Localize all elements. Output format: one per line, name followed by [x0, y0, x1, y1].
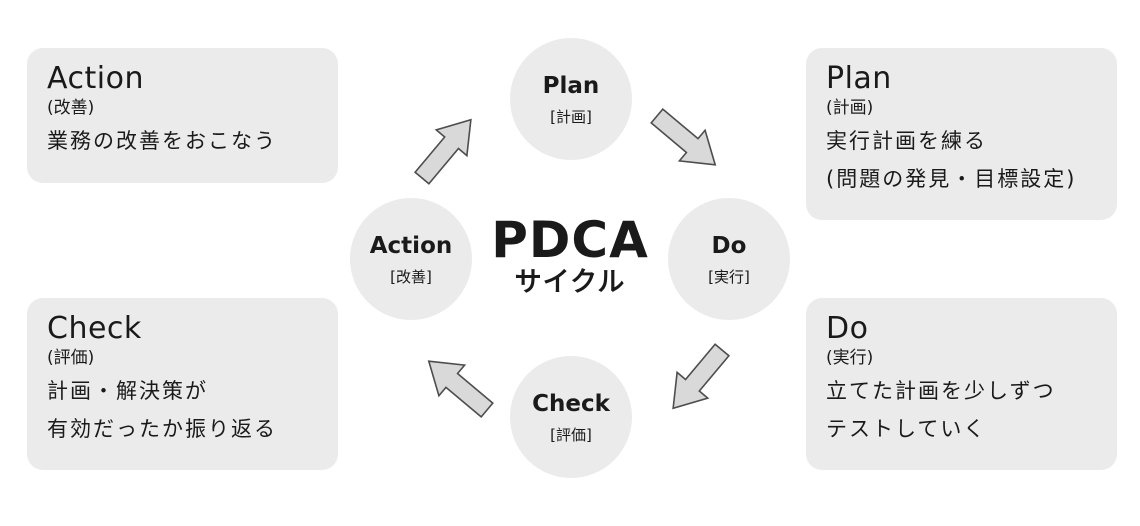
check-card-line: 有効だったか振り返る: [47, 417, 277, 441]
do-circle-subtitle: [実行]: [708, 268, 750, 286]
action-card-line: 業務の改善をおこなう: [47, 129, 277, 153]
arrow-action-to-plan-icon: [405, 106, 487, 192]
check-circle-subtitle: [評価]: [550, 426, 592, 444]
plan-card-line: 実行計画を練る: [826, 129, 987, 153]
action-circle-title: Action: [369, 233, 453, 259]
action-circle: Action [改善]: [350, 198, 472, 320]
do-card-subtitle: (実行): [826, 348, 874, 368]
do-card-body: 立てた計画を少しずつ テストしていく: [826, 372, 1097, 448]
action-circle-subtitle: [改善]: [390, 268, 432, 286]
plan-circle: Plan [計画]: [510, 38, 632, 160]
check-card-body: 計画・解決策が 有効だったか振り返る: [47, 372, 318, 448]
plan-circle-subtitle: [計画]: [550, 108, 592, 126]
do-circle: Do [実行]: [668, 198, 790, 320]
check-card-title: Check: [47, 311, 142, 346]
action-card: Action (改善) 業務の改善をおこなう: [27, 48, 338, 183]
plan-card-subtitle: (計画): [826, 98, 874, 118]
arrow-check-to-action-icon: [415, 345, 501, 427]
arrow-plan-to-do-icon: [643, 99, 729, 181]
plan-circle-title: Plan: [542, 73, 600, 99]
plan-card-title: Plan: [826, 61, 892, 96]
center-title: PDCA: [491, 211, 649, 269]
do-circle-title: Do: [711, 233, 747, 259]
action-card-title: Action: [47, 61, 144, 96]
check-circle: Check [評価]: [510, 356, 632, 478]
do-card-line: テストしていく: [826, 417, 987, 441]
do-card-title: Do: [826, 311, 869, 346]
check-card-line: 計画・解決策が: [47, 379, 208, 403]
center-subtitle: サイクル: [514, 267, 626, 298]
check-circle-title: Check: [532, 391, 610, 417]
do-card: Do (実行) 立てた計画を少しずつ テストしていく: [806, 298, 1117, 470]
check-card: Check (評価) 計画・解決策が 有効だったか振り返る: [27, 298, 338, 470]
plan-card-line: (問題の発見・目標設定): [826, 167, 1077, 191]
check-card-subtitle: (評価): [47, 348, 95, 368]
plan-card-body: 実行計画を練る (問題の発見・目標設定): [826, 122, 1097, 198]
action-card-subtitle: (改善): [47, 98, 95, 118]
do-card-line: 立てた計画を少しずつ: [826, 379, 1056, 403]
plan-card: Plan (計画) 実行計画を練る (問題の発見・目標設定): [806, 48, 1117, 220]
action-card-body: 業務の改善をおこなう: [47, 122, 318, 160]
arrow-do-to-check-icon: [657, 336, 739, 422]
